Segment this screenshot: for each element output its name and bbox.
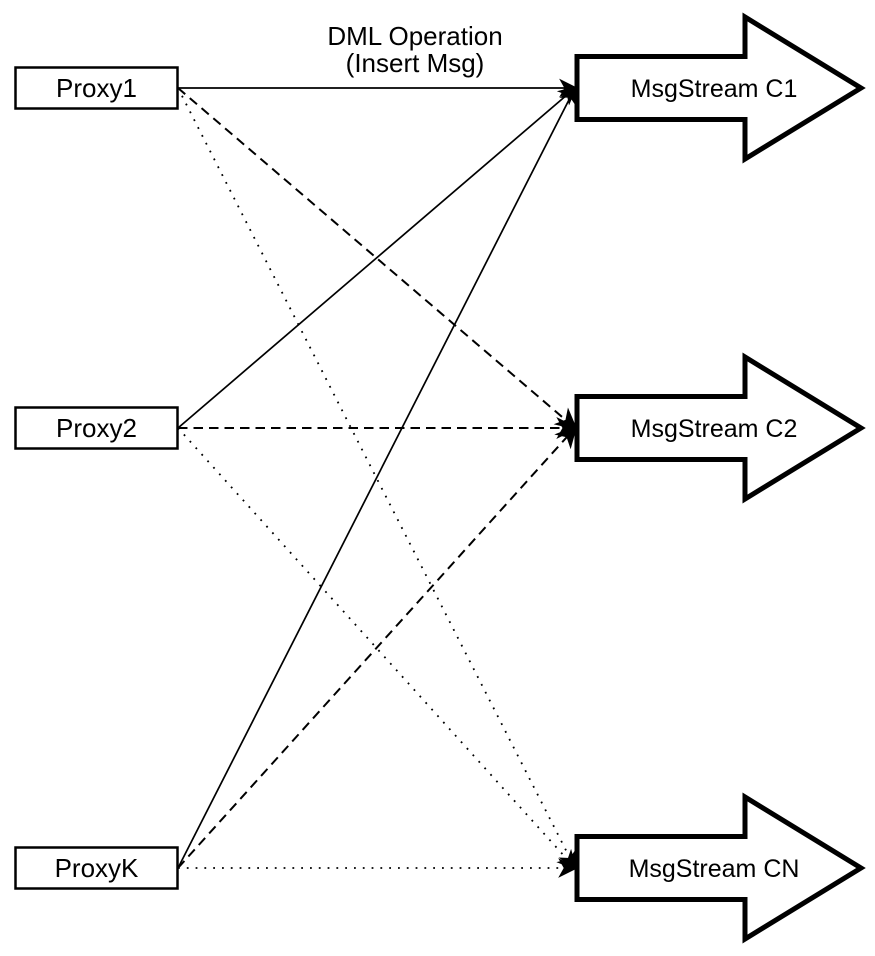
dml-operation-annotation: DML Operation (Insert Msg) [327,21,502,78]
proxy-nodes: Proxy1 Proxy2 ProxyK [14,66,179,890]
msgstream-c2-arrow-shape [574,352,866,504]
edge-proxy1-to-c2 [177,87,578,431]
proxy1-label: Proxy1 [56,73,137,103]
node-msgstream-c2: MsgStream C2 [574,352,866,504]
annotation-line-1: DML Operation [327,21,502,51]
node-proxy1: Proxy1 [14,66,179,110]
msgstream-cn-label: MsgStream CN [629,855,800,883]
node-proxyk: ProxyK [14,846,179,890]
proxyk-box [14,846,179,890]
node-proxy2: Proxy2 [14,406,179,450]
edge-proxyk-to-c1 [177,85,577,869]
proxy1-box [14,66,179,110]
edge-proxy2-to-cn [177,427,577,871]
proxy2-label: Proxy2 [56,413,137,443]
msgstream-cn-arrow-shape [574,792,866,944]
msgstream-c2-label: MsgStream C2 [631,415,798,443]
proxyk-label: ProxyK [55,853,139,883]
msgstream-c1-arrow-shape [574,12,866,164]
edges [177,78,579,878]
stream-nodes: MsgStream C1 MsgStream C2 MsgStream CN [574,12,866,944]
edge-proxy2-to-c1 [177,86,578,429]
proxy2-box [14,406,179,450]
node-msgstream-cn: MsgStream CN [574,792,866,944]
annotation-line-2: (Insert Msg) [346,48,485,78]
msgstream-c1-label: MsgStream C1 [631,75,798,103]
edge-proxyk-to-c2 [177,425,578,869]
node-msgstream-c1: MsgStream C1 [574,12,866,164]
